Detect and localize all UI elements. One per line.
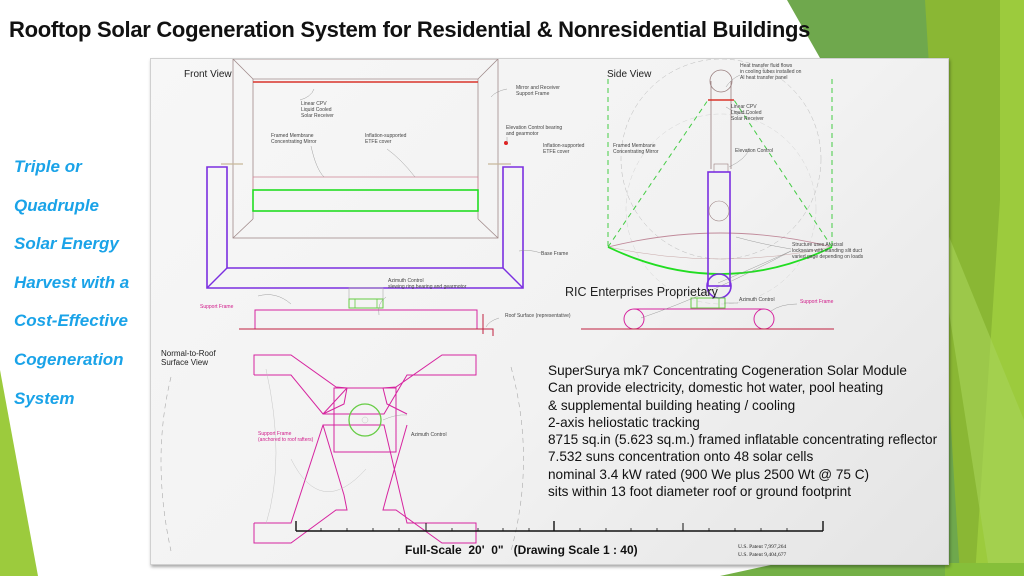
- spec-line: 8715 sq.in (5.623 sq.m.) framed inflatab…: [548, 432, 938, 448]
- label-linear-cpv: Linear CPV Liquid Cooled Solar Receiver: [301, 101, 334, 119]
- spec-line: Can provide electricity, domestic hot wa…: [548, 380, 884, 396]
- spec-line: 7.532 suns concentration onto 48 solar c…: [548, 449, 814, 465]
- tagline-line: Cogeneration: [14, 349, 124, 369]
- label-mirror-receiver-frame: Mirror and Receiver Support Frame: [516, 85, 560, 97]
- patent-numbers: U.S. Patent 7,997,264 U.S. Patent 9,404,…: [738, 543, 786, 559]
- side-view-drawing: [581, 59, 834, 330]
- plan-view-drawing: [160, 314, 524, 552]
- specs-list: SuperSurya mk7 Concentrating Cogeneratio…: [548, 362, 937, 500]
- tagline-line: Triple or: [14, 157, 82, 176]
- label-side-support-frame: Support Frame: [800, 299, 834, 305]
- spec-line: sits within 13 foot diameter roof or gro…: [548, 484, 851, 500]
- tagline: Triple or Quadruple Solar Energy Harvest…: [14, 155, 154, 425]
- label-support-frame: Support Frame: [200, 304, 234, 310]
- label-side-elevation-control: Elevation Control: [735, 148, 774, 154]
- slide-title: Rooftop Solar Cogeneration System for Re…: [9, 17, 811, 42]
- label-structure: Structure uses Al scissl lockseam with s…: [792, 242, 864, 260]
- label-base-frame: Base Frame: [541, 251, 569, 257]
- tagline-line: Harvest with a: [14, 272, 130, 292]
- engineering-drawing-panel: Front View Side View Normal-to-Roof Surf…: [150, 58, 949, 565]
- scale-bar: [295, 521, 824, 532]
- front-view-title: Front View: [184, 69, 232, 80]
- front-view-drawing: [206, 59, 542, 336]
- spec-line: 2-axis heliostatic tracking: [548, 414, 700, 430]
- label-side-linear-cpv: Linear CPV Liquid Cooled Solar Receiver: [731, 104, 764, 122]
- spec-line: & supplemental building heating / coolin…: [548, 397, 796, 413]
- label-heat-transfer: Heat transfer fluid flows in cooling tub…: [740, 63, 802, 81]
- label-etfe-cover-2: Inflation-supported ETFE cover: [543, 143, 585, 155]
- tagline-line: System: [14, 388, 75, 408]
- tagline-line: Cost-Effective: [14, 311, 128, 331]
- spec-line: nominal 3.4 kW rated (900 We plus 2500 W…: [548, 466, 870, 482]
- label-side-azimuth-control: Azimuth Control: [739, 297, 775, 303]
- label-plan-azimuth-control: Azimuth Control: [411, 432, 447, 438]
- technical-drawing: [160, 59, 834, 552]
- tagline-line: Solar Energy: [14, 234, 119, 254]
- label-roof-surface: Roof Surface (representative): [505, 313, 571, 319]
- proprietary-notice: RIC Enterprises Proprietary: [565, 285, 718, 299]
- scale-label: Full-Scale 20' 0" (Drawing Scale 1 : 40): [405, 543, 638, 557]
- label-etfe-cover: Inflation-supported ETFE cover: [365, 133, 407, 145]
- label-framed-membrane: Framed Membrane Concentrating Mirror: [271, 133, 317, 145]
- label-side-framed-membrane: Framed Membrane Concentrating Mirror: [613, 143, 659, 155]
- tagline-line: Quadruple: [14, 195, 100, 215]
- patent-line: U.S. Patent 7,997,264: [738, 544, 787, 550]
- patent-line: U.S. Patent 9,404,677: [738, 552, 787, 558]
- spec-line: SuperSurya mk7 Concentrating Cogeneratio…: [548, 363, 907, 378]
- plan-view-title: Normal-to-Roof Surface View: [161, 349, 216, 367]
- label-azimuth-control: Azimuth Control slewing ring bearing and…: [388, 278, 467, 290]
- side-view-title: Side View: [607, 69, 652, 80]
- label-plan-support-frame: Support Frame (anchored to roof rafters): [258, 431, 314, 443]
- label-elevation-control: Elevation Control bearing and gearmotor: [506, 125, 563, 137]
